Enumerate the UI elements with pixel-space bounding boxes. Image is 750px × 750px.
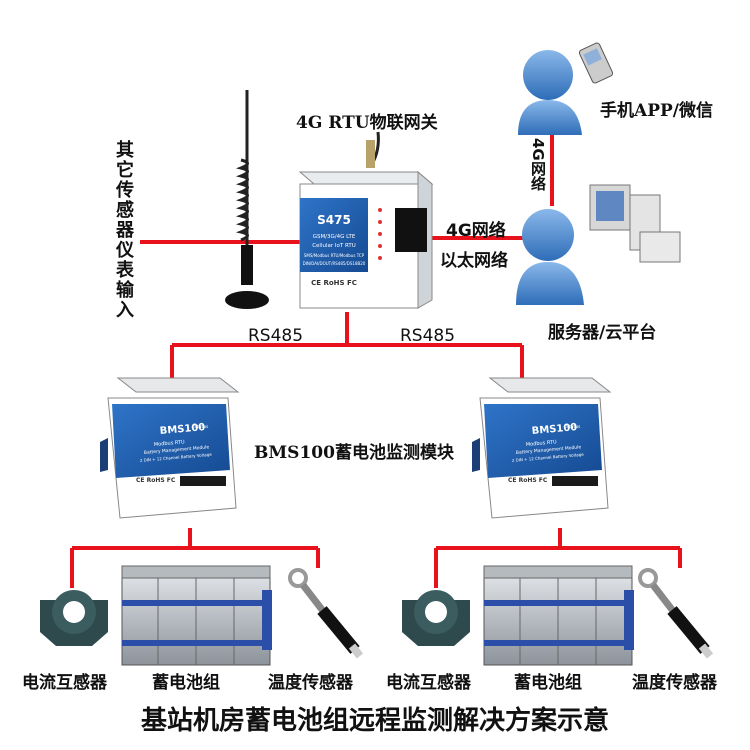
bms-module-left: BMS100 Modbus RTU Battery Management Mod…: [100, 377, 240, 519]
bms-cert-left: CE RoHS FC: [136, 477, 176, 484]
bms-line3-right: 2 DIN + 12 Channel Battery Voltage: [512, 452, 585, 463]
diagram-title: 基站机房蓄电池组远程监测解决方案示意: [140, 706, 609, 736]
bms-cert-right: CE RoHS FC: [508, 477, 548, 484]
bms-model-text-left: BMS100: [159, 422, 205, 437]
bms-status-left: Status: [194, 424, 209, 430]
rs485-right-label: RS485: [400, 326, 456, 346]
gateway-label: 4G RTU物联网关: [296, 113, 438, 133]
antenna: [225, 90, 269, 309]
rtu-line1-text: GSM/3G/4G LTE: [313, 234, 356, 240]
server-label: 服务器/云平台: [548, 323, 657, 343]
current-sensor-left-icon: [40, 590, 108, 646]
bms-line3-left: 2 DIN + 12 Channel Battery Voltage: [140, 452, 213, 463]
rtu-model-text: S475: [317, 213, 351, 227]
bms-line1-left: Modbus RTU: [154, 439, 186, 448]
temp-probe-left-icon: [288, 568, 364, 659]
bms-status-right: Status: [566, 424, 581, 430]
server-user-icon: [516, 184, 681, 305]
bms-line2-left: Battery Management Module: [144, 444, 210, 456]
battery-bank-right-icon: [483, 565, 634, 666]
current-sensor-right-label: 电流互感器: [386, 673, 471, 693]
temp-sensor-right-label: 温度传感器: [632, 673, 717, 693]
rtu-gateway-device: S475 GSM/3G/4G LTE Cellular IoT RTU SMS/…: [298, 131, 434, 309]
link-4g-vertical-label: 4G网络: [529, 138, 547, 191]
rs485-left-label: RS485: [248, 326, 304, 346]
bms-model-text-right: BMS100: [531, 422, 577, 437]
current-sensor-left-label: 电流互感器: [22, 673, 107, 693]
mobile-user-icon: [518, 42, 614, 135]
bms-line1-right: Modbus RTU: [526, 439, 558, 448]
rtu-cert-text: CE RoHS FC: [311, 279, 357, 287]
link-eth-label: 以太网络: [440, 251, 508, 271]
mobile-app-label: 手机APP/微信: [600, 101, 713, 121]
battery-left-label: 蓄电池组: [152, 673, 220, 693]
battery-bank-left-icon: [121, 565, 272, 666]
rtu-line3-text: SMS/Modbus RTU/Modbus TCP: [304, 253, 365, 258]
battery-right-label: 蓄电池组: [514, 673, 582, 693]
bms-module-right: BMS100 Modbus RTU Battery Management Mod…: [472, 377, 612, 519]
link-4g-label: 4G网络: [446, 221, 506, 241]
temp-sensor-left-label: 温度传感器: [268, 673, 353, 693]
rtu-line4-text: DIN/DAI/DOUT/RS485/DS18B20: [303, 261, 366, 266]
temp-probe-right-icon: [638, 568, 714, 659]
bms-module-label: BMS100蓄电池监测模块: [254, 443, 454, 463]
connection-lines: [70, 132, 682, 588]
bms-line2-right: Battery Management Module: [516, 444, 582, 456]
current-sensor-right-icon: [402, 590, 470, 646]
other-inputs-label: 其它传感器仪表输入: [113, 140, 134, 320]
rtu-line2-text: Cellular IoT RTU: [312, 243, 356, 249]
